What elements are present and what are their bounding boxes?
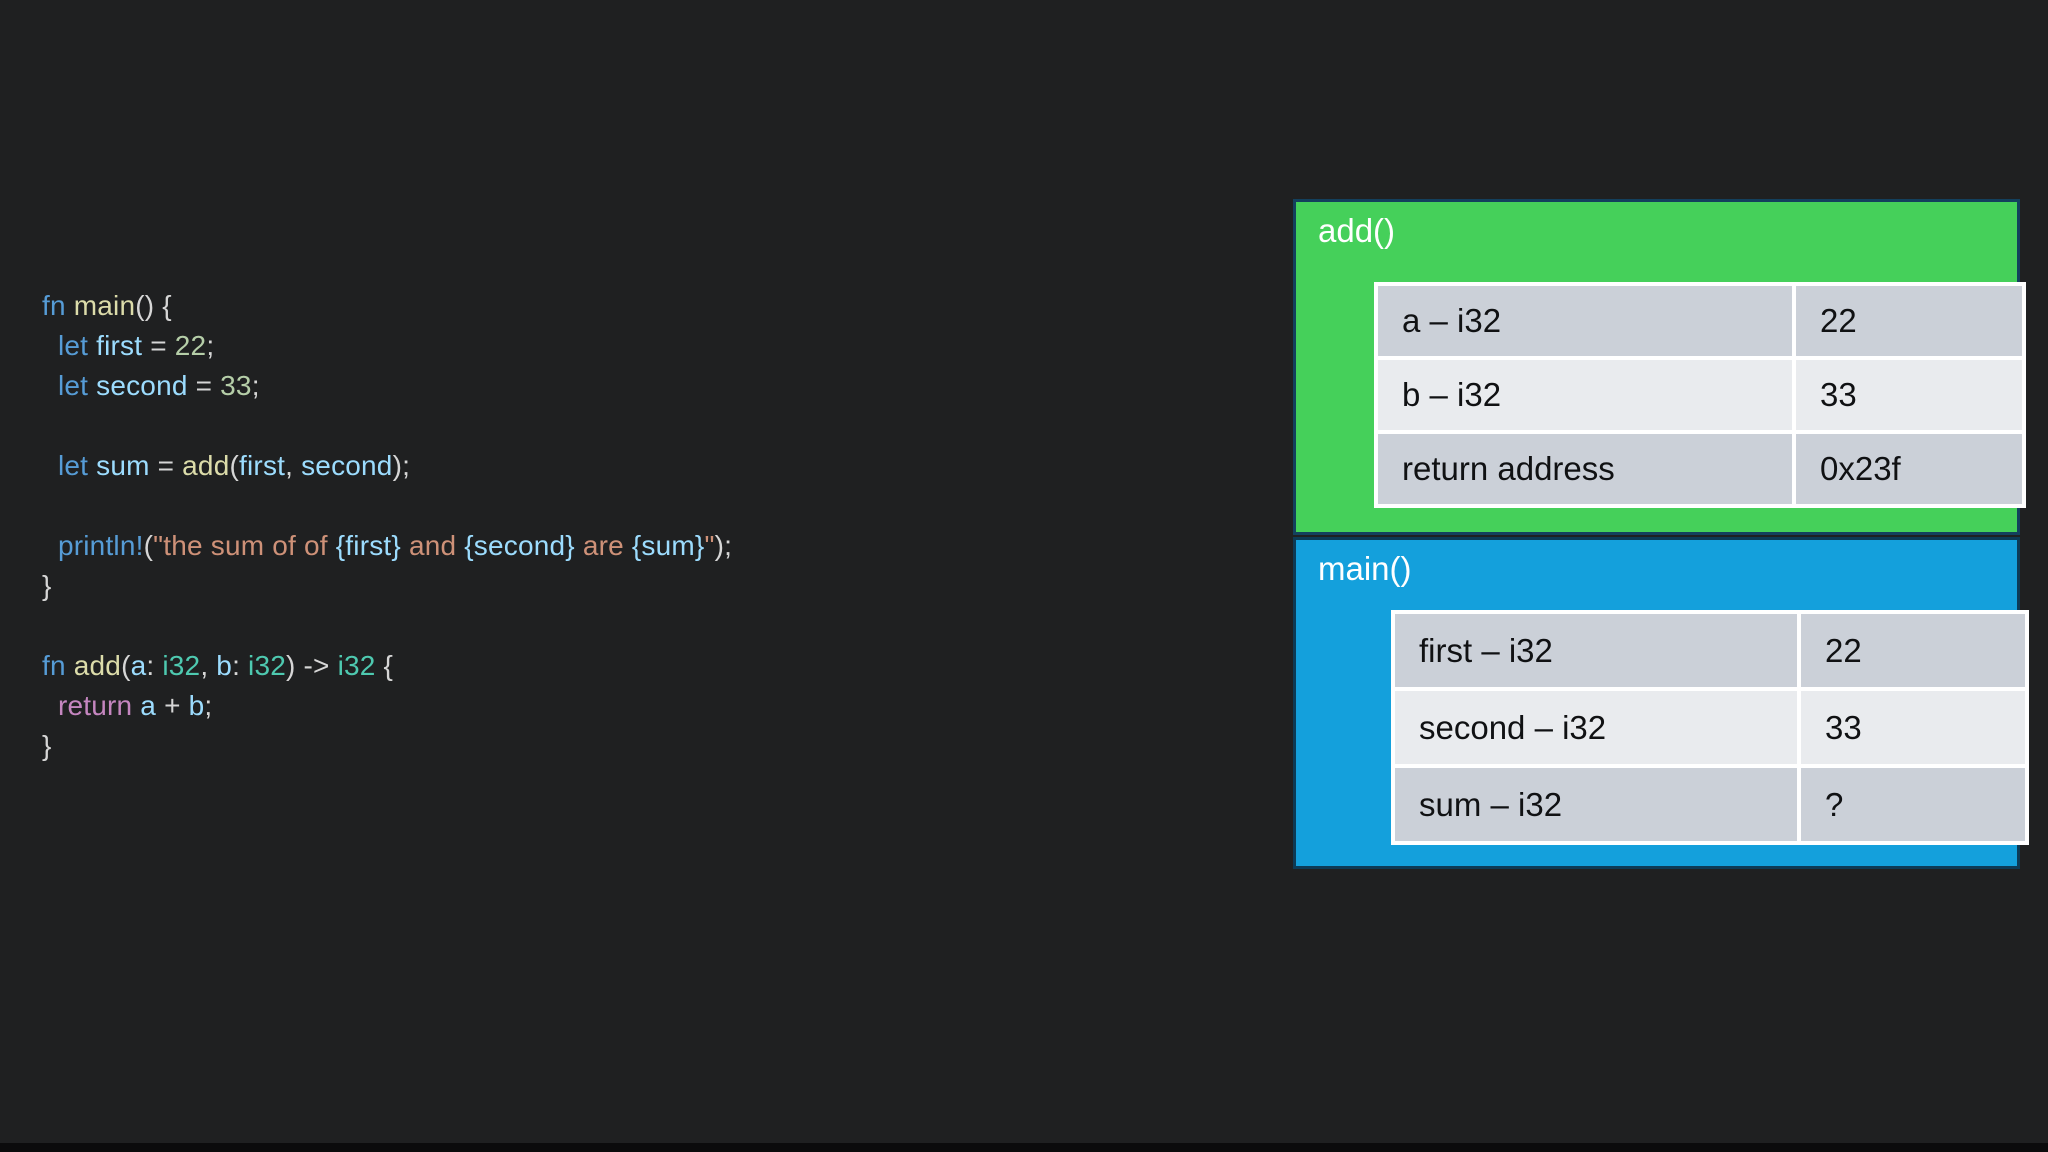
code-token: let [57,370,89,401]
code-token: {sum} [631,530,705,561]
code-token [42,370,58,401]
code-token: ); [714,530,733,561]
code-token: "the sum of of [153,530,336,561]
code-token: = [142,330,175,361]
code-token: return [57,690,133,721]
code-line: return a + b; [42,686,732,726]
code-token: ; [251,370,260,401]
code-token: } [42,570,52,601]
code-token: " [704,530,715,561]
value-cell: 33 [1797,687,2029,768]
code-token: fn [42,290,66,321]
code-token: are [574,530,632,561]
code-token: : [146,650,163,681]
value-cell: 22 [1792,282,2026,360]
variable-cell: return address [1374,430,1796,508]
code-token: + [156,690,189,721]
value-cell: ? [1797,764,2029,845]
code-token: and [400,530,465,561]
code-token: , [200,650,217,681]
variable-cell: sum – i32 [1391,764,1801,845]
value-cell: 33 [1792,356,2026,434]
code-token: = [187,370,221,401]
code-line: fn main() { [42,286,732,326]
code-token: : [232,650,249,681]
code-line: let first = 22; [42,326,732,366]
code-token: { [375,650,394,681]
code-token: i32 [162,650,201,681]
code-token: ( [121,650,131,681]
code-token: let [57,450,89,481]
code-token: 22 [174,330,207,361]
code-token: } [42,730,52,761]
code-token [42,530,58,561]
code-token: 33 [220,370,252,401]
code-token: add [182,450,230,481]
code-line [42,406,732,446]
code-line: let second = 33; [42,366,732,406]
code-token: add [65,650,122,681]
code-token: ) -> [286,650,338,681]
code-token: ( [229,450,240,481]
code-token: let [57,330,89,361]
code-token: b [216,650,233,681]
code-token: {first} [335,530,401,561]
code-token: = [149,450,183,481]
variable-cell: a – i32 [1374,282,1796,360]
code-token: a [132,690,157,721]
bottom-edge-bar [0,1143,2048,1152]
code-token: i32 [248,650,286,681]
code-line [42,486,732,526]
code-line [42,606,732,646]
code-token: println! [57,530,144,561]
code-token: {second} [464,530,575,561]
code-token [42,330,58,361]
code-line: println!("the sum of of {first} and {sec… [42,526,732,566]
code-block: fn main() { let first = 22; let second =… [42,286,732,766]
code-token: first [88,330,143,361]
code-token: second [301,450,393,481]
code-token: second [88,370,188,401]
code-token: sum [88,450,150,481]
code-token: i32 [337,650,376,681]
code-token: ; [206,330,215,361]
variable-cell: b – i32 [1374,356,1796,434]
variable-cell: first – i32 [1391,610,1801,691]
code-line: fn add(a: i32, b: i32) -> i32 { [42,646,732,686]
code-token: first [239,450,286,481]
value-cell: 22 [1797,610,2029,691]
code-line: let sum = add(first, second); [42,446,732,486]
frame-title-add: add() [1318,212,1396,249]
code-token: fn [42,650,66,681]
code-line: } [42,566,732,606]
code-token: ( [143,530,154,561]
frame-title-main: main() [1318,550,1412,587]
value-cell: 0x23f [1792,430,2026,508]
code-token: main [65,290,136,321]
code-token [42,690,58,721]
code-token: b [188,690,205,721]
code-token: () { [135,290,172,321]
code-token: ); [392,450,411,481]
variable-cell: second – i32 [1391,687,1801,768]
code-token [42,450,58,481]
stack-row: sum – i32? [1391,764,2029,845]
code-token: a [130,650,147,681]
code-line: } [42,726,732,766]
code-token: ; [204,690,213,721]
code-token: , [285,450,302,481]
